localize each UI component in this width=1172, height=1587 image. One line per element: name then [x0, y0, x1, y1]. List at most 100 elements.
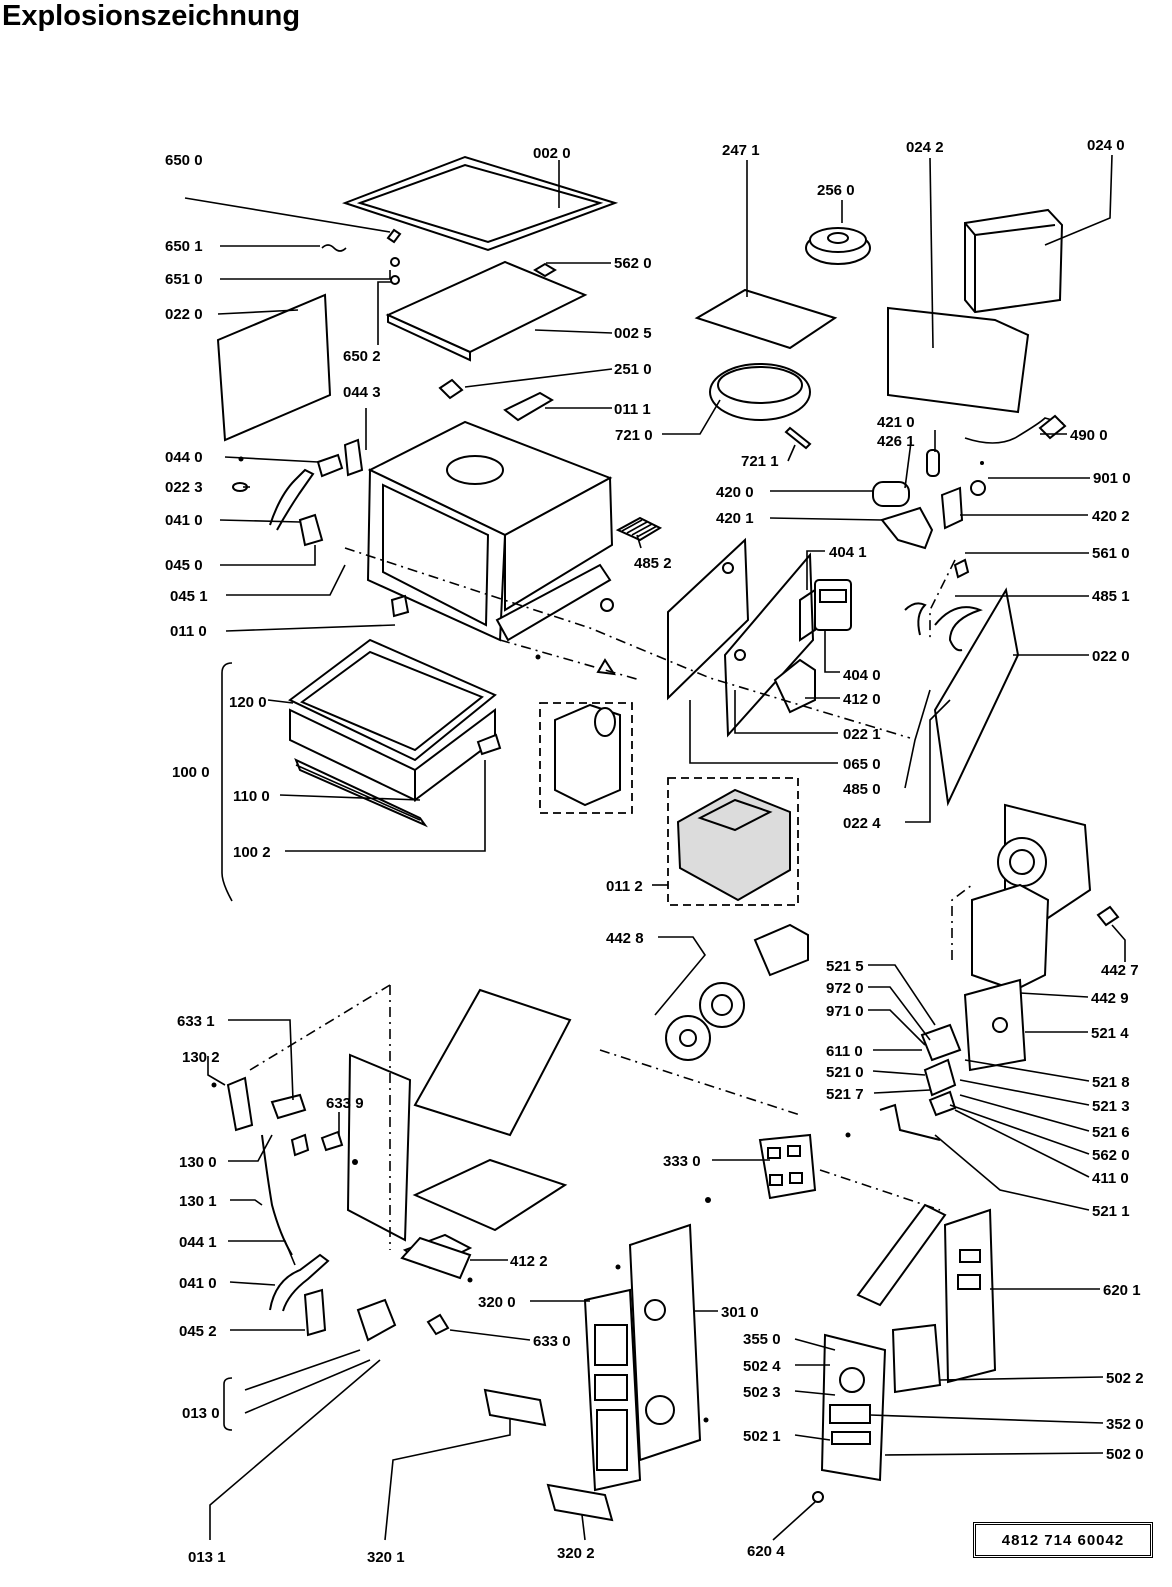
callout-485-0: 485 0 — [843, 781, 881, 798]
part-024-2-panel — [887, 306, 1030, 414]
callout-412-2: 412 2 — [510, 1253, 548, 1270]
callout-013-1: 013 1 — [188, 1549, 226, 1566]
callout-971-0: 971 0 — [826, 1003, 864, 1020]
callout-420-1: 420 1 — [716, 510, 754, 527]
callout-041-0-lower: 041 0 — [179, 1275, 217, 1292]
inset-011-2 — [667, 777, 799, 906]
callout-721-1: 721 1 — [741, 453, 779, 470]
callout-521-1: 521 1 — [1092, 1203, 1130, 1220]
callout-022-1: 022 1 — [843, 726, 881, 743]
part-404-0-magnetron — [799, 579, 852, 642]
callout-320-0: 320 0 — [478, 1294, 516, 1311]
callout-320-1: 320 1 — [367, 1549, 405, 1566]
part-301-0-control-frame — [628, 1223, 702, 1462]
callout-022-3: 022 3 — [165, 479, 203, 496]
callout-620-1: 620 1 — [1103, 1282, 1141, 1299]
page-title: Explosionszeichnung — [2, 0, 301, 32]
part-graphics — [211, 155, 1120, 1522]
callout-130-1: 130 1 — [179, 1193, 217, 1210]
callout-521-0: 521 0 — [826, 1064, 864, 1081]
callout-633-0: 633 0 — [533, 1333, 571, 1350]
part-620-1-panel — [943, 1208, 997, 1384]
document-code: 4812 714 60042 — [973, 1522, 1153, 1558]
callout-411-0: 411 0 — [1092, 1170, 1129, 1187]
callout-521-7: 521 7 — [826, 1086, 864, 1103]
callout-045-2: 045 2 — [179, 1323, 217, 1340]
callout-650-1: 650 1 — [165, 238, 203, 255]
callout-355-0: 355 0 — [743, 1331, 781, 1348]
callout-044-0: 044 0 — [165, 449, 203, 466]
callout-412-0: 412 0 — [843, 691, 881, 708]
callout-502-4: 502 4 — [743, 1358, 781, 1375]
callout-651-0: 651 0 — [165, 271, 203, 288]
callout-972-0: 972 0 — [826, 980, 864, 997]
callout-100-2: 100 2 — [233, 844, 271, 861]
part-065-0-panel — [667, 537, 750, 701]
callout-650-2: 650 2 — [343, 348, 381, 365]
callout-502-1: 502 1 — [743, 1428, 781, 1445]
callout-044-3: 044 3 — [343, 384, 381, 401]
part-024-0-box — [964, 208, 1064, 314]
callout-352-0: 352 0 — [1106, 1416, 1144, 1433]
callout-502-0: 502 0 — [1106, 1446, 1144, 1463]
bracket-100-0 — [221, 662, 233, 902]
callout-251-0: 251 0 — [614, 361, 652, 378]
callout-045-0: 045 0 — [165, 557, 203, 574]
part-502-0-control-board — [820, 1333, 887, 1482]
callout-442-7: 442 7 — [1101, 962, 1139, 979]
part-485-2-grill — [615, 516, 663, 542]
callout-002-0: 002 0 — [533, 145, 571, 162]
callout-013-0: 013 0 — [182, 1405, 220, 1422]
callout-301-0: 301 0 — [721, 1304, 759, 1321]
callout-442-9: 442 9 — [1091, 990, 1129, 1007]
callout-502-2: 502 2 — [1106, 1370, 1144, 1387]
part-320-2-panel — [546, 1483, 614, 1522]
callout-633-9: 633 9 — [326, 1095, 364, 1112]
callout-404-1: 404 1 — [829, 544, 867, 561]
callout-247-1: 247 1 — [722, 142, 760, 159]
callout-490-0: 490 0 — [1070, 427, 1108, 444]
callout-561-0: 561 0 — [1092, 545, 1130, 562]
callout-485-1: 485 1 — [1092, 588, 1130, 605]
part-521-4-board — [963, 978, 1027, 1072]
callout-024-0: 024 0 — [1087, 137, 1125, 154]
callout-011-1: 011 1 — [614, 401, 651, 418]
callout-620-4: 620 4 — [747, 1543, 785, 1560]
callout-100-0: 100 0 — [172, 764, 210, 781]
callout-044-1: 044 1 — [179, 1234, 217, 1251]
callout-041-0: 041 0 — [165, 512, 203, 529]
callout-320-2: 320 2 — [557, 1545, 595, 1562]
callout-065-0: 065 0 — [843, 756, 881, 773]
part-320-0-front-panel — [583, 1288, 642, 1492]
callout-011-2: 011 2 — [606, 878, 643, 895]
callout-002-5: 002 5 — [614, 325, 652, 342]
callout-521-4: 521 4 — [1091, 1025, 1129, 1042]
callout-562-0-lower: 562 0 — [1092, 1147, 1130, 1164]
part-002-0-top-frame — [342, 155, 619, 252]
part-022-0-side-panel — [216, 293, 332, 442]
callout-022-0: 022 0 — [165, 306, 203, 323]
callout-022-4: 022 4 — [843, 815, 881, 832]
callout-024-2: 024 2 — [906, 139, 944, 156]
callout-labels: 650 0 002 0 247 1 024 2 024 0 256 0 650 … — [165, 137, 1144, 1566]
part-cavity — [366, 420, 614, 642]
callout-130-2: 130 2 — [182, 1049, 220, 1066]
callout-045-1: 045 1 — [170, 588, 208, 605]
callout-562-0: 562 0 — [614, 255, 652, 272]
callout-420-0: 420 0 — [716, 484, 754, 501]
part-lower-frame — [249, 984, 941, 1250]
callout-333-0: 333 0 — [663, 1153, 701, 1170]
part-442-8-fan-motor — [665, 923, 809, 1061]
callout-256-0: 256 0 — [817, 182, 855, 199]
inset-motor — [539, 702, 633, 814]
callout-485-2: 485 2 — [634, 555, 672, 572]
part-320-1-panel — [483, 1388, 547, 1427]
callout-022-0-right: 022 0 — [1092, 648, 1130, 665]
part-022-0-right-panel — [933, 587, 1020, 807]
callout-420-2: 420 2 — [1092, 508, 1130, 525]
part-door-assembly — [288, 638, 502, 828]
callout-110-0: 110 0 — [233, 788, 270, 805]
callout-521-5: 521 5 — [826, 958, 864, 975]
part-442-9-fan — [951, 803, 1092, 992]
